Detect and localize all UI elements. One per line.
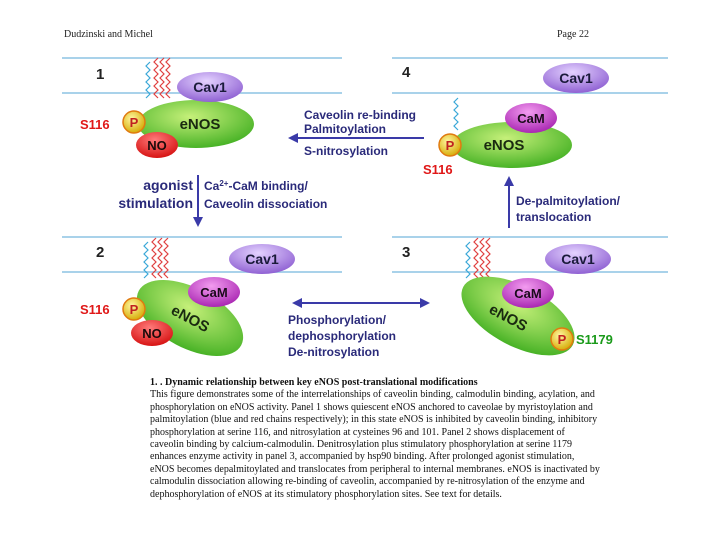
panel-1-phospho-label: P	[130, 115, 139, 130]
t4to1-line1: Caveolin re-binding	[304, 108, 416, 122]
panel-3-cav1-label: Cav1	[561, 251, 595, 267]
panel-2-phospho-label: P	[130, 302, 139, 317]
header-page: Page 22	[557, 29, 589, 40]
panel-3-cam	[502, 278, 554, 308]
t1to2-ca: Ca	[204, 179, 220, 193]
t1to2-left-line1: agonist	[143, 177, 193, 193]
t1to2-ca-charge: 2+	[219, 179, 228, 188]
panel-3-enos	[461, 276, 575, 356]
panel-1-no	[136, 132, 178, 158]
t2to3-line1: Phosphorylation/	[288, 313, 387, 327]
panel-3-phospho	[550, 327, 574, 351]
panel-2-number: 2	[96, 244, 104, 261]
panel-2-no	[131, 320, 173, 346]
caption-body: This figure demonstrates some of the int…	[150, 389, 600, 500]
t3to4-line1: De-palmitoylation/	[516, 194, 621, 208]
lipid-chains-panel-2	[143, 237, 169, 279]
panel-3-cam-label: CaM	[514, 286, 541, 301]
panel-4-phospho-label: P	[446, 138, 455, 153]
enos-diagram: 1 eNOS Cav1 NO P S116 4 Cav1 eNOS CaM P …	[62, 57, 668, 359]
panel-2-cav1-label: Cav1	[245, 251, 279, 267]
membrane-top-right	[392, 57, 668, 94]
caption-title: 1. . Dynamic relationship between key eN…	[150, 377, 478, 388]
panel-1-cav1	[177, 72, 243, 102]
panel-2-cav1	[229, 244, 295, 274]
panel-2-cam-label: CaM	[200, 285, 227, 300]
panel-2-enos	[136, 280, 244, 356]
figure-caption: 1. . Dynamic relationship between key eN…	[150, 377, 600, 501]
panel-1-enos-label: eNOS	[180, 116, 221, 133]
panel-1-cav1-label: Cav1	[193, 79, 227, 95]
panel-1-phospho	[122, 110, 146, 134]
panel-4-cam	[505, 103, 557, 133]
t4to1-line2: Palmitoylation	[304, 122, 386, 136]
panel-4-number: 4	[402, 64, 411, 81]
panel-1-site: S116	[80, 117, 110, 132]
membrane-bottom-right	[392, 236, 668, 273]
panel-2-cam	[188, 277, 240, 307]
lipid-chains-panel-3	[465, 237, 491, 279]
panel-3-number: 3	[402, 244, 410, 261]
t1to2-right-line1: Ca2+-CaM binding/	[204, 179, 308, 193]
panel-3-site: S1179	[576, 332, 613, 347]
lipid-chains-panel-4	[453, 97, 459, 131]
panel-1-no-label: NO	[147, 138, 167, 153]
header-author: Dudzinski and Michel	[64, 29, 153, 40]
panel-4-site: S116	[423, 162, 453, 177]
t4to1-line3: S-nitrosylation	[304, 144, 388, 158]
panel-4-phospho	[438, 133, 462, 157]
lipid-chains-panel-1	[145, 57, 171, 99]
panel-2-phospho	[122, 297, 146, 321]
t3to4-line2: translocation	[516, 210, 591, 224]
membrane-bottom-left	[62, 236, 342, 273]
t1to2-right-line2: Caveolin dissociation	[204, 197, 327, 211]
panel-3-cav1	[545, 244, 611, 274]
t1to2-left-line2: stimulation	[118, 195, 193, 211]
t2to3-line2: dephosphorylation	[288, 329, 396, 343]
panel-4-enos	[452, 122, 572, 168]
t2to3-line3: De-nitrosylation	[288, 345, 379, 359]
panel-1-number: 1	[96, 66, 104, 83]
panel-4-cam-label: CaM	[517, 111, 544, 126]
panel-3-phospho-label: P	[558, 332, 567, 347]
panel-4-cav1	[543, 63, 609, 93]
panel-4-cav1-label: Cav1	[559, 70, 593, 86]
panel-2-site: S116	[80, 302, 110, 317]
panel-4-enos-label: eNOS	[484, 137, 525, 154]
panel-2-no-label: NO	[142, 326, 162, 341]
t1to2-cam-binding: -CaM binding/	[228, 179, 308, 193]
